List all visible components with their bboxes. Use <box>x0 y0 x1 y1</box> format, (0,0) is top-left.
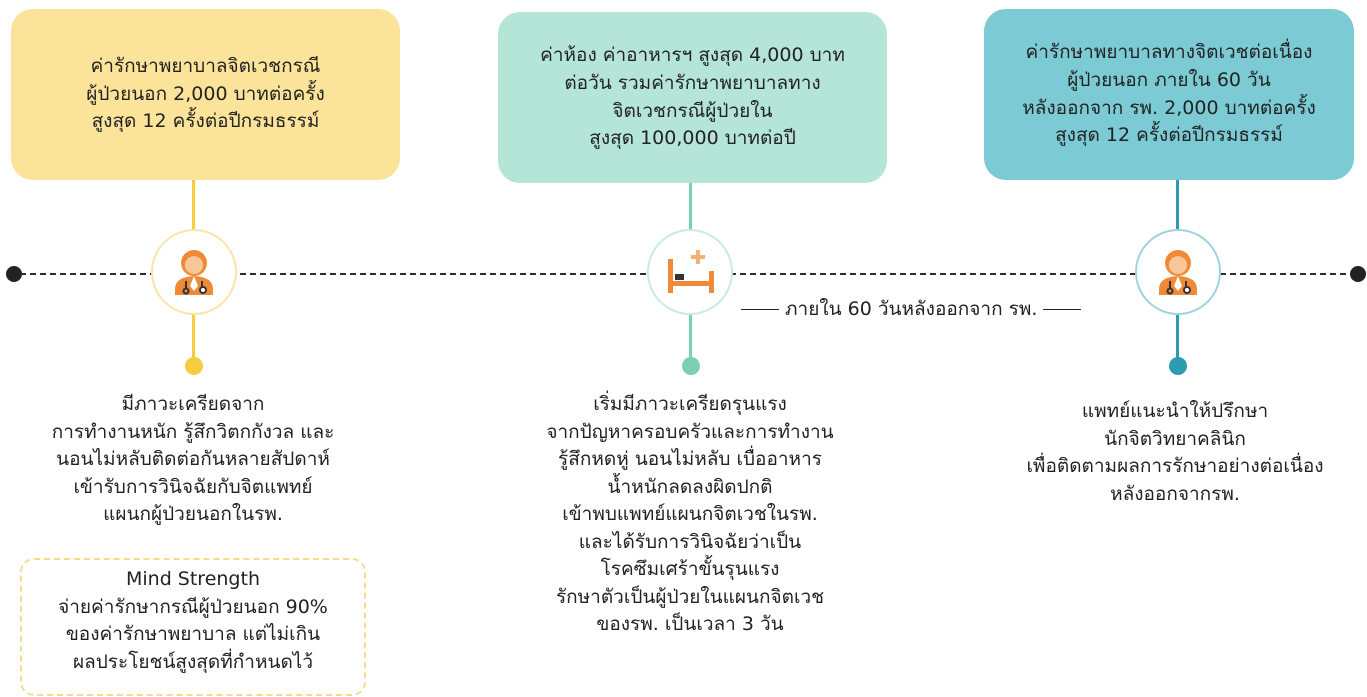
benefit-line: ของค่ารักษาพยาบาล แต่ไม่เกิน <box>65 623 321 646</box>
desc-line: การทำงานหนัก รู้สึกวิตกกังวล และ <box>51 420 335 443</box>
desc-line: เข้าพบแพทย์แผนกจิตเวชในรพ. <box>562 503 818 526</box>
benefit-line: Mind Strength <box>125 568 260 590</box>
hospital-bed-icon-circle <box>647 229 733 315</box>
desc-line: เข้ารับการวินิจฉัยกับจิตแพทย์ <box>73 475 313 498</box>
coverage-card-followup: ค่ารักษาพยาบาลทางจิตเวชต่อเนื่อง ผู้ป่วย… <box>984 9 1354 180</box>
doctor-icon <box>175 250 213 295</box>
benefit-line: ผลประโยชน์สูงสุดที่กำหนดไว้ <box>72 650 314 673</box>
desc-line: รู้สึกหดหู่ นอนไม่หลับ เบื่ออาหาร <box>558 448 822 471</box>
stage-dot <box>1169 357 1187 375</box>
desc-line: หลังออกจากรพ. <box>1110 482 1240 505</box>
stage-description-3: แพทย์แนะนำให้ปรึกษา นักจิตวิทยาคลินิก เพ… <box>985 398 1365 508</box>
doctor-icon <box>1159 250 1197 295</box>
card-line: สูงสุด 100,000 บาทต่อปี <box>589 127 796 150</box>
period-bar-left <box>741 308 779 310</box>
timeline-end-dot <box>1350 266 1366 282</box>
card-line: ค่าห้อง ค่าอาหารฯ สูงสุด 4,000 บาท <box>540 44 845 67</box>
coverage-card-outpatient: ค่ารักษาพยาบาลจิตเวชกรณี ผู้ป่วยนอก 2,00… <box>11 9 400 180</box>
desc-line: แพทย์แนะนำให้ปรึกษา <box>1081 400 1269 422</box>
desc-line: จากปัญหาครอบครัวและการทำงาน <box>546 420 834 443</box>
hospital-bed-icon <box>668 250 714 293</box>
coverage-card-inpatient: ค่าห้อง ค่าอาหารฯ สูงสุด 4,000 บาท ต่อวั… <box>498 12 887 183</box>
card-line: ค่ารักษาพยาบาลทางจิตเวชต่อเนื่อง <box>1025 41 1313 64</box>
desc-line: รักษาตัวเป็นผู้ป่วยในแผนกจิตเวช <box>555 585 825 608</box>
card-line: ค่ารักษาพยาบาลจิตเวชกรณี <box>90 55 321 78</box>
desc-line: มีภาวะเครียดจาก <box>121 393 265 415</box>
card-line: สูงสุด 12 ครั้งต่อปีกรมธรรม์ <box>91 110 320 133</box>
card-line: สูงสุด 12 ครั้งต่อปีกรมธรรม์ <box>1055 124 1283 147</box>
desc-line: โรคซึมเศร้าขั้นรุนแรง <box>600 558 780 581</box>
card-line: ผู้ป่วยนอก ภายใน 60 วัน <box>1067 68 1271 91</box>
desc-line: เพื่อติดตามผลการรักษาอย่างต่อเนื่อง <box>1026 455 1324 478</box>
desc-line: นอนไม่หลับติดต่อกันหลายสัปดาห์ <box>56 448 330 471</box>
period-bar-right <box>1043 308 1082 310</box>
desc-line: นักจิตวิทยาคลินิก <box>1104 427 1246 450</box>
stage-description-2: เริ่มมีภาวะเครียดรุนแรง จากปัญหาครอบครัว… <box>510 391 870 639</box>
period-text: ภายใน 60 วันหลังออกจาก รพ. <box>785 298 1038 320</box>
card-line: จิตเวชกรณีผู้ป่วยใน <box>612 99 773 122</box>
desc-line: และได้รับการวินิจฉัยว่าเป็น <box>578 530 802 553</box>
stage-dot <box>682 357 700 375</box>
benefit-line: จ่ายค่ารักษากรณีผู้ป่วยนอก 90% <box>58 595 328 618</box>
card-line: หลังออกจาก รพ. 2,000 บาทต่อครั้ง <box>1022 96 1316 119</box>
card-line: ผู้ป่วยนอก 2,000 บาทต่อครั้ง <box>86 82 325 105</box>
mind-strength-benefit-box: Mind Strength จ่ายค่ารักษากรณีผู้ป่วยนอก… <box>20 558 366 696</box>
desc-line: แผนกผู้ป่วยนอกในรพ. <box>103 503 283 526</box>
doctor-icon-circle <box>1135 229 1221 315</box>
desc-line: น้ำหนักลดลงผิดปกติ <box>607 475 773 498</box>
period-label: ภายใน 60 วันหลังออกจาก รพ. <box>735 294 1087 324</box>
stage-description-1: มีภาวะเครียดจาก การทำงานหนัก รู้สึกวิตกก… <box>23 391 363 529</box>
desc-line: เริ่มมีภาวะเครียดรุนแรง <box>593 393 787 415</box>
doctor-icon-circle <box>151 229 237 315</box>
timeline-start-dot <box>6 266 22 282</box>
stage-dot <box>185 357 203 375</box>
desc-line: ของรพ. เป็นเวลา 3 วัน <box>596 613 784 636</box>
card-line: ต่อวัน รวมค่ารักษาพยาบาลทาง <box>564 71 821 94</box>
